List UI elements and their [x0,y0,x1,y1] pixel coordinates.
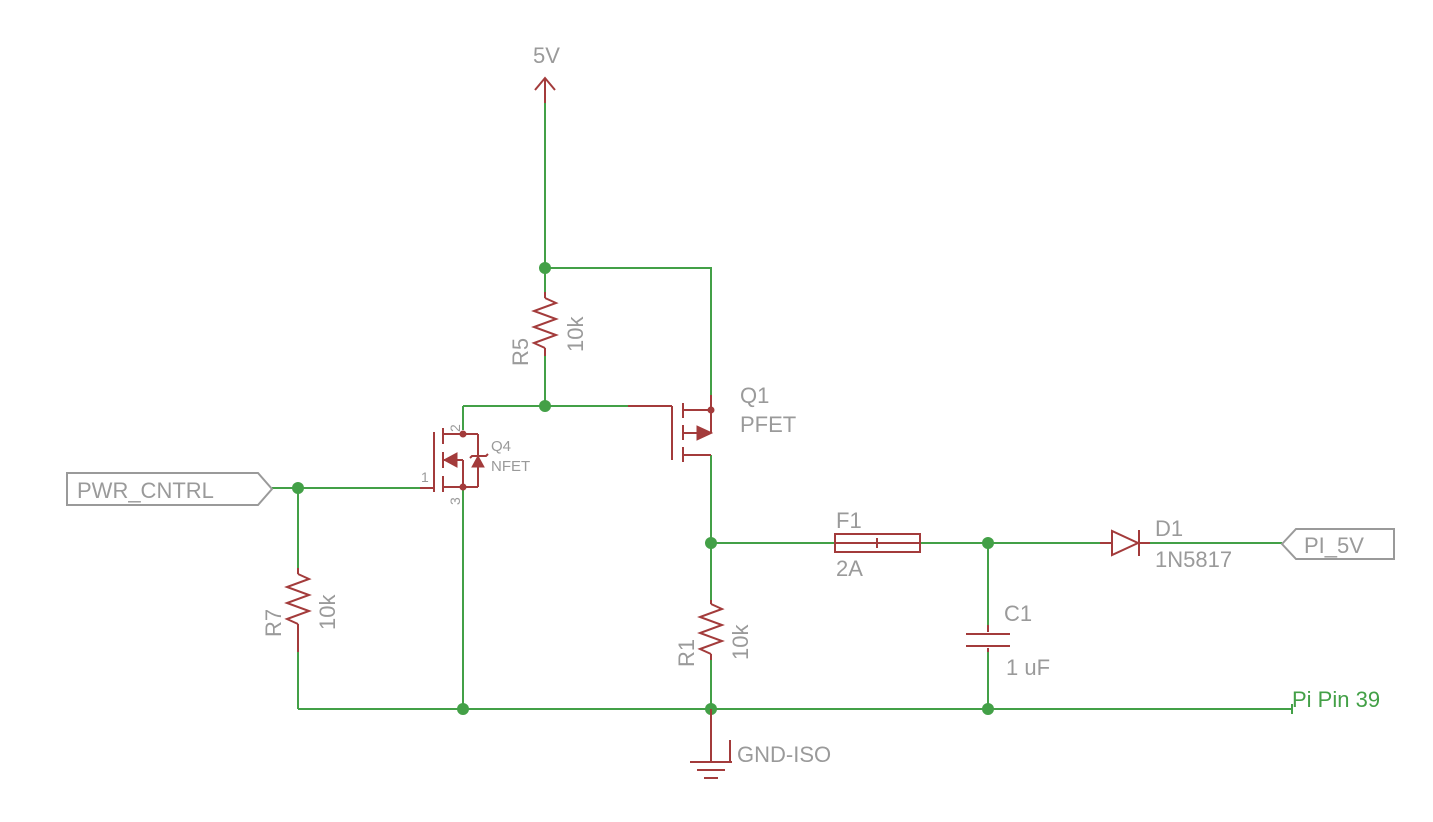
supply-5v-symbol: 5V [533,43,560,103]
q1-name: Q1 [740,383,769,408]
pi-pin-39-label: Pi Pin 39 [1292,687,1380,712]
f1-name: F1 [836,508,862,533]
nfet-q4: 1 2 3 Q4 NFET [420,424,530,505]
pwr-cntrl-label: PWR_CNTRL [77,478,214,503]
q4-pin-2: 2 [447,424,463,432]
d1-value: 1N5817 [1155,547,1232,572]
f1-value: 2A [836,556,863,581]
c1-name: C1 [1004,601,1032,626]
port-pwr-cntrl: PWR_CNTRL [66,472,274,506]
wires [272,100,1292,710]
pfet-q1: Q1 PFET [628,383,796,462]
junction-dot [539,400,551,412]
r7-value: 10k [315,594,340,630]
q1-value: PFET [740,412,796,437]
diode-d1: D1 1N5817 [1100,516,1232,572]
q4-pin-1: 1 [421,469,429,485]
fuse-f1: F1 2A [834,508,921,581]
r1-value: 10k [728,624,753,660]
d1-name: D1 [1155,516,1183,541]
junction-dot [539,262,551,274]
r5-value: 10k [563,316,588,352]
net-label-pi-pin-39: Pi Pin 39 [1291,687,1380,714]
ground-symbol: GND-ISO [690,709,831,779]
supply-label: 5V [533,43,560,68]
resistor-r1: R1 10k [674,600,753,667]
junction-dot [292,482,304,494]
resistor-r7: R7 10k [261,568,340,652]
ground-label: GND-ISO [737,742,831,767]
port-pi-5v: PI_5V [1280,528,1395,560]
resistor-r5: R5 10k [508,292,588,366]
capacitor-c1: C1 1 uF [966,601,1050,680]
r7-name: R7 [261,609,286,637]
junction-dot [982,703,994,715]
junction-dot [705,537,717,549]
junction-dot [457,703,469,715]
pi-5v-label: PI_5V [1304,533,1364,558]
q4-name: Q4 [491,438,511,455]
r1-name: R1 [674,639,699,667]
q4-value: NFET [491,458,530,475]
q4-pin-3: 3 [447,497,463,505]
junction-dot [982,537,994,549]
r5-name: R5 [508,338,533,366]
c1-value: 1 uF [1006,655,1050,680]
